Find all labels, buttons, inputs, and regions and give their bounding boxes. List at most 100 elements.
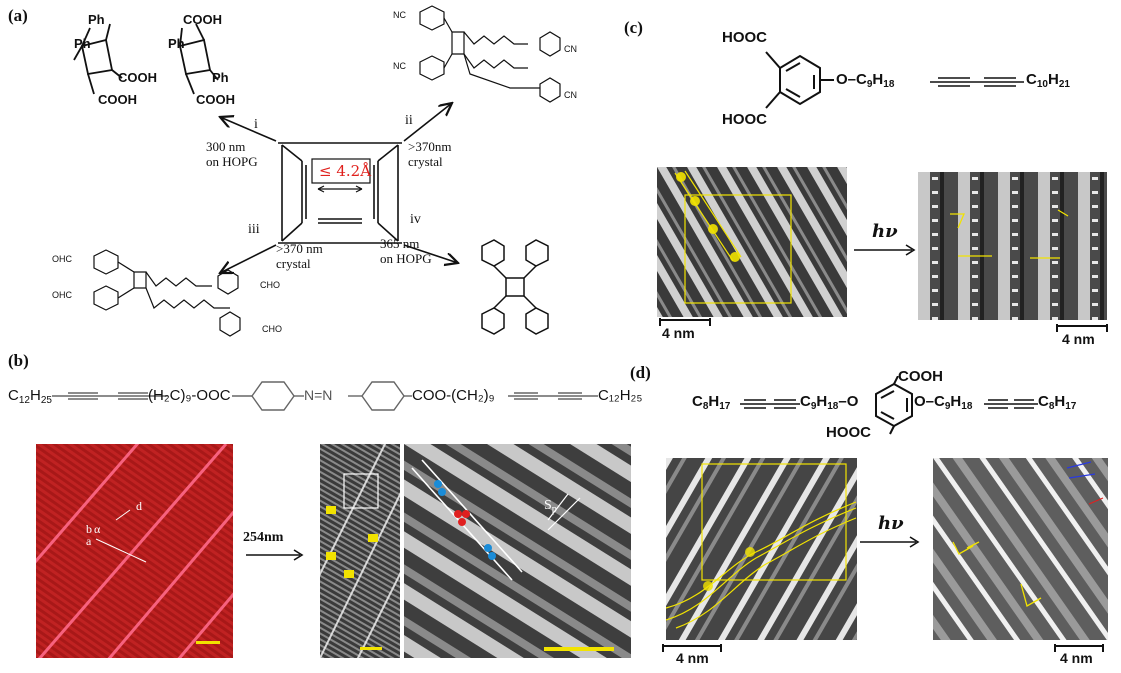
c-diyne: [930, 76, 1024, 88]
ohc-label-1: OHC: [52, 254, 72, 264]
d-c9-left-sub: 9: [810, 401, 817, 412]
isophthalic-ring: [750, 38, 870, 128]
label-d: d: [136, 499, 142, 513]
route-iv-condition: 365 nm on HOPG: [380, 236, 432, 266]
panel-a-label: (a): [8, 6, 28, 25]
c-c10-sub: 10: [1036, 79, 1048, 90]
nc-label-2: NC: [393, 61, 406, 71]
azo-h-left-sub: 25: [40, 395, 52, 406]
cn-label-1: CN: [564, 44, 577, 54]
route-iii-line1: >370 nm: [276, 241, 323, 256]
d-c9-right-sub: 9: [944, 401, 951, 412]
arrow-254nm-label: 254nm: [243, 530, 284, 545]
route-iii-condition: >370 nm crystal: [276, 241, 323, 271]
d-ring: [860, 376, 930, 436]
route-iv-line2: on HOPG: [380, 251, 432, 266]
c-arrow: [854, 243, 918, 257]
ph-label-1: Ph: [88, 12, 105, 27]
tetraphenyl-structure: [481, 239, 549, 335]
c-c9: C: [856, 71, 867, 88]
d-o-right: O: [914, 393, 926, 410]
azo-c-left-sub: 12: [18, 395, 30, 406]
d-h17-right: H: [1054, 393, 1066, 410]
route-iv-numeral: iv: [410, 212, 421, 227]
d-left-scale-label: 4 nm: [676, 650, 709, 666]
azo-left-linker: (H₂C)₉-OOC: [148, 387, 231, 404]
d-left-terminal: C8H17: [692, 393, 730, 412]
route-i-line1: 300 nm: [206, 139, 246, 154]
c-left-scalebar: [659, 318, 711, 328]
cyclophane-arrows: [190, 95, 490, 285]
sp-sub: p: [551, 504, 557, 515]
d-h17-left: H: [708, 393, 720, 410]
stm-c-before-pattern: [657, 167, 847, 317]
dialdehyde-product: [70, 248, 300, 338]
c-right-scale-label: 4 nm: [1062, 331, 1095, 347]
azo-right-terminal: C₁₂H₂₅: [598, 387, 643, 404]
c-arrow-shape: [854, 244, 916, 256]
panel-b-label: (b): [8, 351, 29, 370]
c-left-scalebar-line: [659, 318, 711, 326]
d-hv-label: hν: [878, 513, 904, 534]
c-c9-sub: 9: [866, 79, 873, 90]
panel-c-label: (c): [624, 18, 643, 37]
d-ring-structure: [875, 376, 913, 435]
route-ii-line2: crystal: [408, 154, 443, 169]
tetraphenyl-product: [460, 232, 570, 342]
stm-c-after-pattern: [918, 172, 1107, 320]
ph-label-2: Ph: [74, 36, 91, 51]
c-h18: H: [872, 71, 884, 88]
ph-label-4: Ph: [212, 70, 229, 85]
arrow-254nm: [246, 548, 306, 562]
c-h21: H: [1047, 71, 1059, 88]
panel-d-label: (d): [630, 363, 651, 382]
cooh-label-4: COOH: [196, 92, 235, 107]
c-c10: C: [1026, 71, 1037, 88]
d-arrow: [860, 535, 922, 549]
label-a: a: [86, 534, 92, 548]
d-h18-left-sub: 18: [827, 401, 839, 412]
stm-c-after: [918, 172, 1107, 320]
ohc-label-2: OHC: [52, 290, 72, 300]
dialdehyde-structure: [93, 249, 241, 337]
cyclobutane-products-i: [60, 8, 260, 118]
stm-image-gray-small: [320, 444, 400, 658]
d-o-left: O: [846, 393, 859, 410]
nc-label-1: NC: [393, 10, 406, 20]
c-o: O: [836, 71, 848, 88]
stm-red-stripes: [36, 444, 233, 658]
d-left-diyne-bonds: [740, 399, 800, 409]
stm-gray-large-stripes: [404, 444, 631, 658]
d-c9-left: C: [800, 393, 811, 410]
cyclobutane-structures: [73, 23, 219, 95]
d-c8-left-sub: 8: [702, 401, 709, 412]
route-i-condition: 300 nm on HOPG: [206, 139, 258, 169]
route-i-line2: on HOPG: [206, 154, 258, 169]
cho-label-1: CHO: [260, 280, 280, 290]
distance-label: ≤ 4.2Å: [319, 162, 372, 180]
cooh-label-3: COOH: [183, 12, 222, 27]
d-h17-right-sub: 17: [1065, 401, 1077, 412]
azo-backbone: [52, 381, 598, 411]
route-iii-line2: crystal: [276, 256, 311, 271]
azo-right-linker: COO-(CH₂)₉: [412, 387, 495, 404]
d-cooh-label: COOH: [898, 368, 943, 385]
d-left-scalebar-line: [662, 644, 722, 652]
stm-image-gray-large: [404, 444, 631, 658]
d-left-scalebar: [662, 644, 722, 654]
arrow-254nm-shape: [246, 549, 304, 561]
stm-d-before: [666, 458, 857, 640]
label-alpha: α: [94, 522, 101, 536]
cooh-label-2: COOH: [98, 92, 137, 107]
d-right-diyne: [984, 398, 1038, 410]
hooc-top-label: HOOC: [722, 29, 767, 46]
azo-molecule-formula: [8, 378, 644, 414]
d-c8-left: C: [692, 393, 703, 410]
cn-label-2: CN: [564, 90, 577, 100]
stm-c-before: [657, 167, 847, 317]
d-left-diyne: [740, 398, 800, 410]
dinitrile-product: [380, 2, 590, 104]
route-ii-numeral: ii: [405, 113, 413, 128]
route-iv-line1: 365 nm: [380, 236, 420, 251]
route-i-numeral: i: [254, 117, 258, 132]
